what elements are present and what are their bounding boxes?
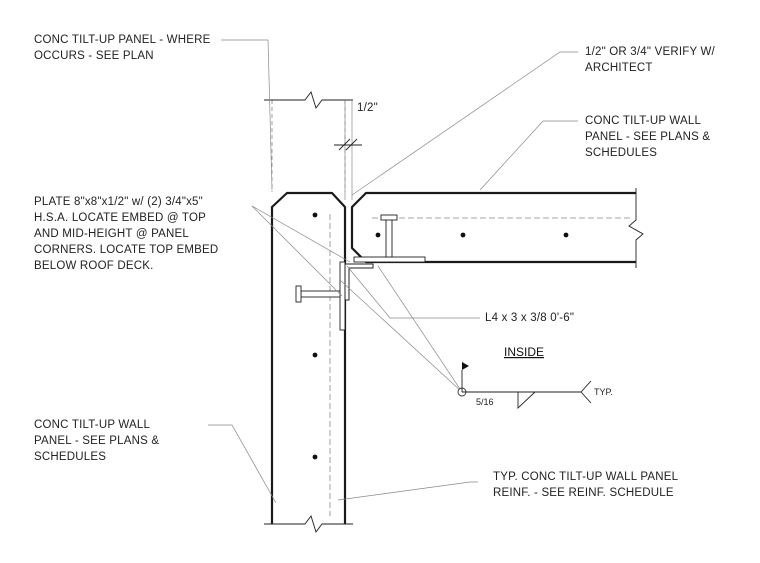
rebar-dot (312, 212, 318, 218)
rebar-dot (312, 454, 318, 460)
embed-plate-vertical (339, 261, 346, 331)
svg-text:PLATE 8"x8"x1/2" w/ (2) 3/4"x5: PLATE 8"x8"x1/2" w/ (2) 3/4"x5" (34, 196, 203, 208)
svg-text:1/2" OR 3/4" VERIFY W/: 1/2" OR 3/4" VERIFY W/ (585, 46, 716, 58)
note-reinf: TYP. CONC TILT-UP WALL PANEL REINF. - SE… (493, 471, 679, 499)
stud-head (380, 214, 398, 221)
gap-dimension-label: 1/2" (357, 102, 378, 114)
svg-text:CORNERS. LOCATE TOP EMBED: CORNERS. LOCATE TOP EMBED (34, 244, 218, 256)
rebar-dot (563, 232, 569, 238)
svg-text:SCHEDULES: SCHEDULES (585, 147, 657, 159)
rebar-dot (375, 232, 381, 238)
note-embed-plate: PLATE 8"x8"x1/2" w/ (2) 3/4"x5" H.S.A. L… (34, 196, 218, 272)
weld-tail-note: TYP. (594, 387, 613, 397)
svg-text:PANEL - SEE PLANS &: PANEL - SEE PLANS & (585, 131, 710, 143)
svg-text:AND MID-HEIGHT @ PANEL: AND MID-HEIGHT @ PANEL (34, 228, 189, 240)
embed-plate-horizontal (353, 256, 426, 263)
leaders (208, 39, 578, 504)
fillet-weld-icon (517, 391, 536, 410)
vertical-wall-panel (264, 191, 353, 533)
note-panel-where-occurs: CONC TILT-UP PANEL - WHERE OCCURS - SEE … (34, 34, 211, 62)
note-verify-gap: 1/2" OR 3/4" VERIFY W/ ARCHITECT (585, 46, 716, 74)
stud-anchor (385, 218, 393, 258)
weld-symbol: 5/16 TYP. (457, 362, 613, 410)
svg-text:H.S.A. LOCATE EMBED @ TOP: H.S.A. LOCATE EMBED @ TOP (34, 212, 206, 224)
embed-plate-assembly (295, 214, 426, 331)
svg-text:CONC TILT-UP WALL: CONC TILT-UP WALL (34, 419, 150, 431)
svg-text:OCCURS - SEE PLAN: OCCURS - SEE PLAN (34, 50, 154, 62)
stud-head (295, 285, 302, 303)
rebar-dot (460, 232, 466, 238)
steel-angle (344, 263, 374, 301)
svg-text:TYP. CONC TILT-UP WALL PANEL: TYP. CONC TILT-UP WALL PANEL (493, 471, 679, 483)
note-wall-panel-right: CONC TILT-UP WALL PANEL - SEE PLANS & SC… (585, 115, 710, 159)
svg-text:BELOW ROOF DECK.: BELOW ROOF DECK. (34, 260, 154, 272)
svg-text:ARCHITECT: ARCHITECT (585, 62, 653, 74)
dashed-panel-outline (264, 91, 353, 192)
note-angle: L4 x 3 x 3/8 0'-6" (485, 312, 574, 324)
weld-size: 5/16 (476, 397, 494, 407)
svg-text:REINF. - SEE REINF. SCHEDULE: REINF. - SEE REINF. SCHEDULE (493, 487, 674, 499)
horizontal-wall-panel (350, 188, 644, 268)
field-weld-flag-icon (462, 362, 469, 370)
svg-text:CONC TILT-UP PANEL - WHERE: CONC TILT-UP PANEL - WHERE (34, 34, 211, 46)
note-wall-panel-left: CONC TILT-UP WALL PANEL - SEE PLANS & SC… (34, 419, 159, 463)
note-inside: INSIDE (504, 345, 544, 359)
rebar-dot (312, 352, 318, 358)
svg-text:PANEL - SEE PLANS &: PANEL - SEE PLANS & (34, 435, 159, 447)
stud-anchor (300, 290, 341, 298)
svg-text:SCHEDULES: SCHEDULES (34, 451, 106, 463)
gap-dimension: 1/2" (334, 100, 378, 200)
svg-text:CONC TILT-UP WALL: CONC TILT-UP WALL (585, 115, 701, 127)
